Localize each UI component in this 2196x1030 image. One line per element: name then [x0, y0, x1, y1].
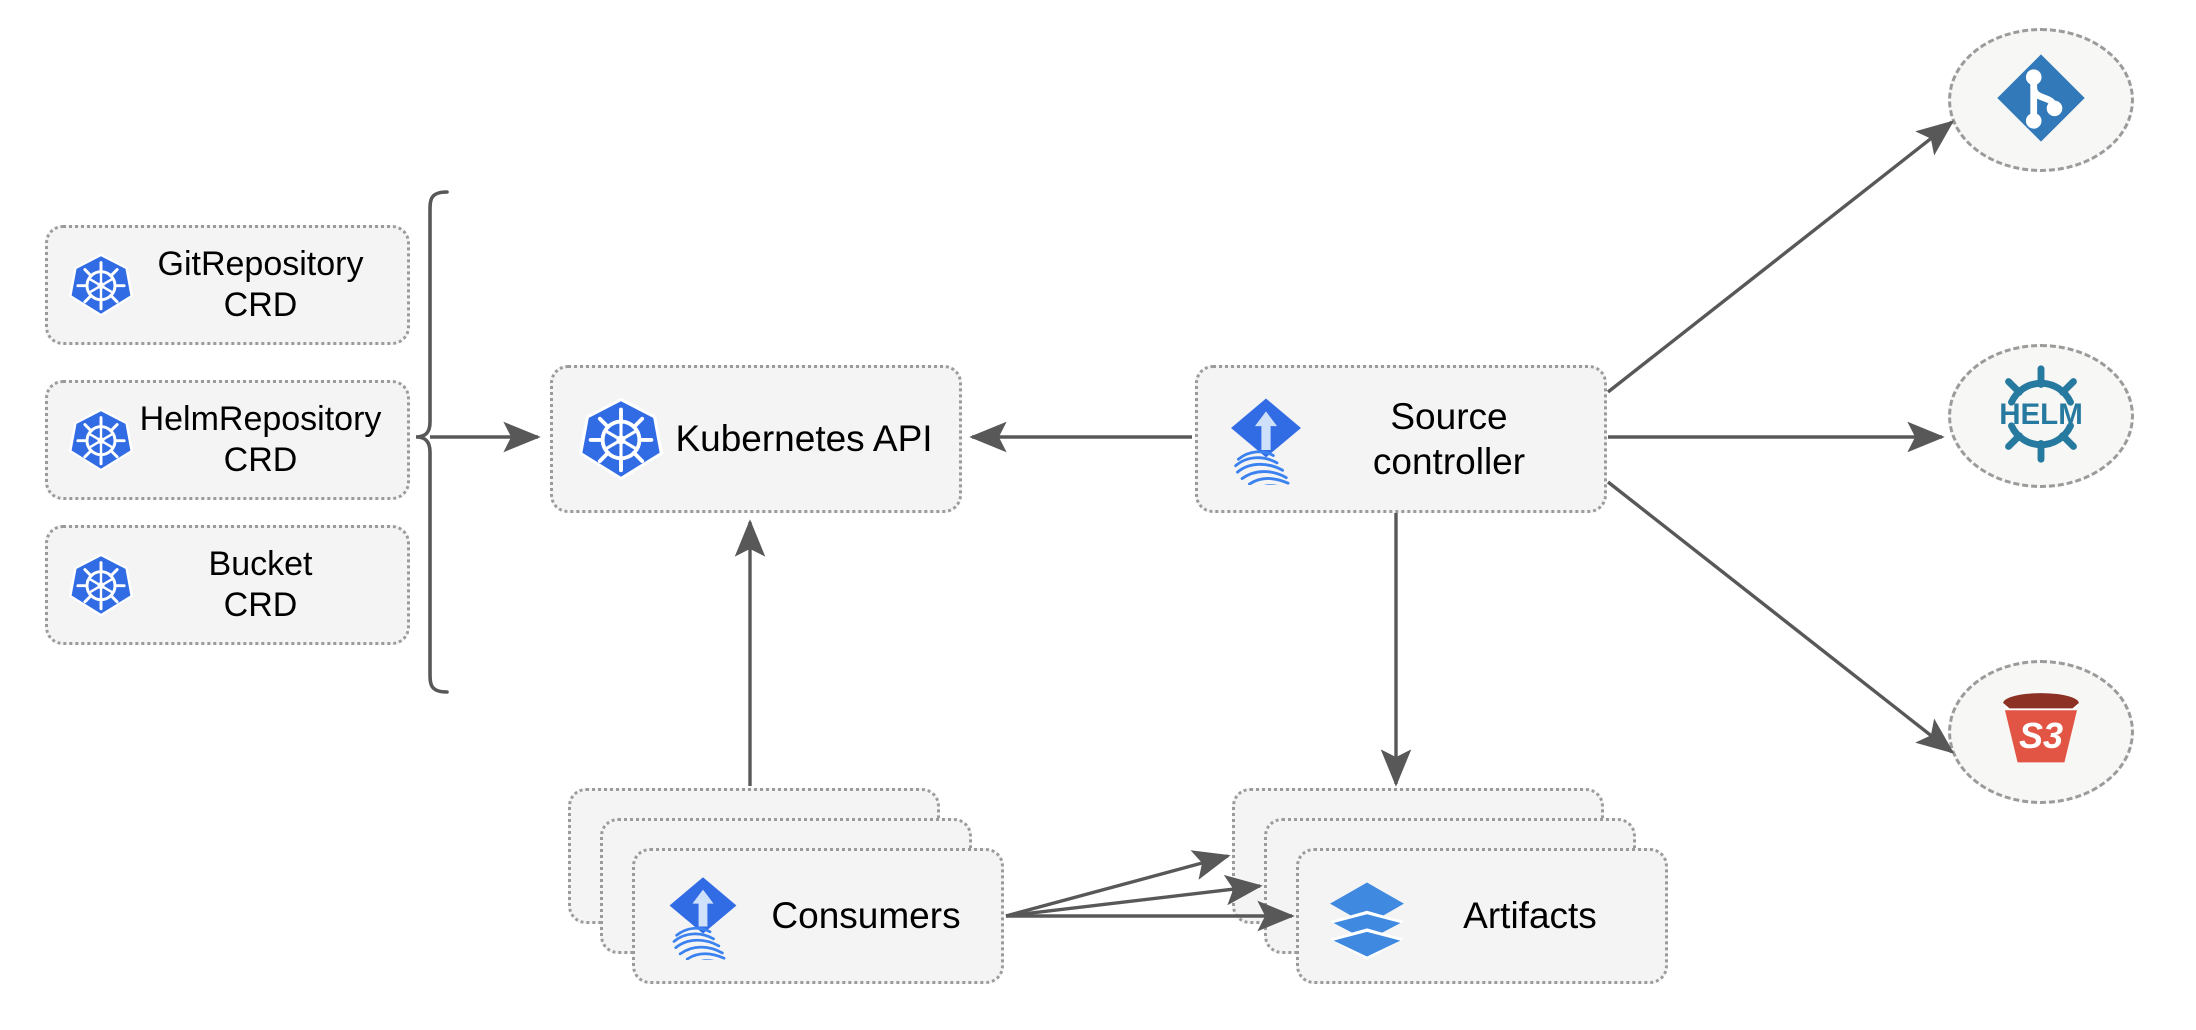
- source-controller-label: Source controller: [1372, 395, 1526, 482]
- git-source-circle[interactable]: [1948, 28, 2134, 172]
- helm-wordmark: HELM: [1999, 397, 2083, 430]
- crd-node-bucket[interactable]: Bucket CRD: [45, 525, 410, 645]
- artifacts-node[interactable]: Artifacts: [1296, 848, 1668, 984]
- crd-label: GitRepository CRD: [157, 244, 364, 324]
- kubernetes-icon: [66, 405, 136, 475]
- consumers-label: Consumers: [771, 895, 961, 936]
- kubernetes-api-node[interactable]: Kubernetes API: [550, 365, 962, 513]
- flux-icon: [657, 870, 749, 962]
- helm-icon: HELM: [1982, 355, 2100, 478]
- kubernetes-api-label: Kubernetes API: [675, 418, 933, 460]
- artifacts-label: Artifacts: [1463, 895, 1597, 936]
- edge-consumers-to-artifacts-2: [1005, 874, 1263, 918]
- s3-source-circle[interactable]: S3: [1948, 660, 2134, 804]
- git-icon: [1989, 46, 2093, 155]
- edge-controller-to-s3: [1606, 480, 1955, 754]
- s3-icon: S3: [1987, 676, 2095, 789]
- kubernetes-icon: [66, 250, 136, 320]
- crd-node-gitrepository[interactable]: GitRepository CRD: [45, 225, 410, 345]
- consumers-node[interactable]: Consumers: [632, 848, 1004, 984]
- s3-wordmark: S3: [2019, 715, 2063, 756]
- crd-group-brace: [415, 190, 449, 694]
- edge-consumers-to-artifacts-1: [1005, 850, 1231, 918]
- kubernetes-icon: [575, 393, 667, 485]
- flux-icon: [1220, 393, 1312, 485]
- source-controller-node[interactable]: Source controller: [1195, 365, 1607, 513]
- kubernetes-icon: [66, 550, 136, 620]
- helm-source-circle[interactable]: HELM: [1948, 344, 2134, 488]
- layers-icon: [1321, 870, 1413, 962]
- crd-label: Bucket CRD: [208, 544, 313, 624]
- crd-label: HelmRepository CRD: [139, 399, 382, 479]
- edge-controller-to-git: [1606, 120, 1955, 394]
- crd-node-helmrepository[interactable]: HelmRepository CRD: [45, 380, 410, 500]
